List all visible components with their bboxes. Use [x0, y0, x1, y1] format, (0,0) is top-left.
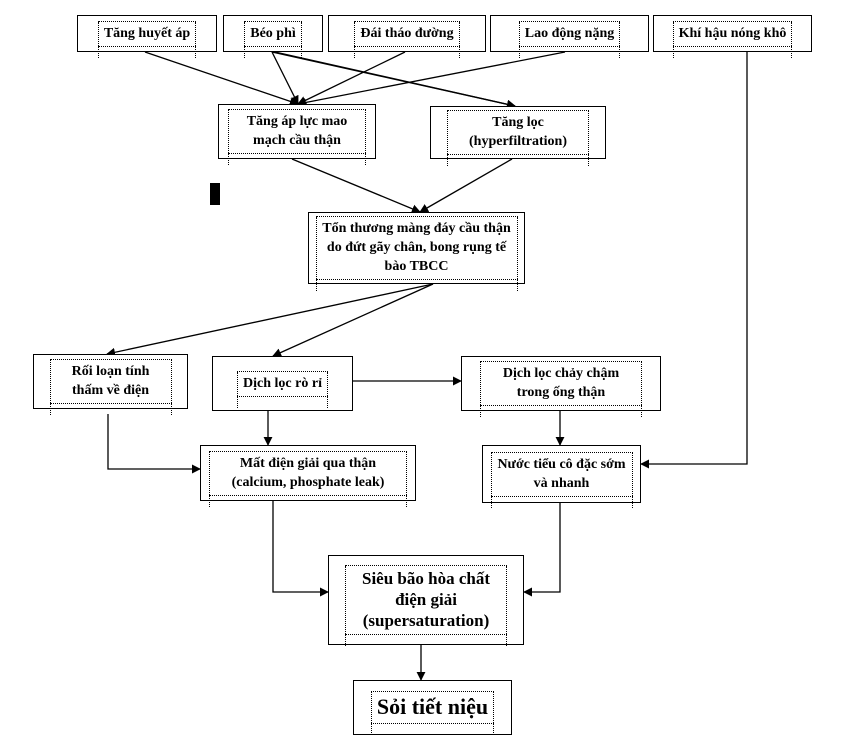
edge-diabetes-to-pressure — [297, 51, 406, 105]
node-early-concentrated-urine: Nước tiểu cô đặc sớm và nhanh — [482, 445, 641, 508]
node-hyperfiltration-label: Tăng lọc (hyperfiltration) — [447, 110, 589, 166]
node-supersaturation: Siêu bão hòa chất điện giải (supersatura… — [328, 555, 524, 646]
node-hyperfiltration: Tăng lọc (hyperfiltration) — [430, 106, 606, 166]
node-slow-tubular-flow: Dịch lọc chảy chậm trong ống thận — [461, 356, 661, 417]
node-urinary-stones-label: Sỏi tiết niệu — [370, 691, 495, 735]
edge-damage-to-permeability — [106, 283, 434, 357]
edge-damage-to-leak — [272, 283, 434, 357]
node-renal-electrolyte-loss-label: Mất điện giải qua thận (calcium, phospha… — [209, 450, 407, 507]
node-hot-dry-climate-label: Khí hậu nóng khô — [672, 20, 793, 58]
edge-electrolyte-loss-to-supersaturation — [272, 501, 329, 597]
node-heavy-labor: Lao động nặng — [490, 15, 649, 58]
node-renal-electrolyte-loss: Mất điện giải qua thận (calcium, phospha… — [200, 445, 416, 507]
edge-filtration-to-damage — [419, 158, 513, 213]
node-hypertension: Tăng huyết áp — [77, 15, 217, 58]
node-slow-tubular-flow-label: Dịch lọc chảy chậm trong ống thận — [480, 361, 642, 417]
node-hypertension-label: Tăng huyết áp — [97, 20, 197, 58]
node-hot-dry-climate: Khí hậu nóng khô — [653, 15, 812, 58]
black-marker — [210, 183, 220, 205]
edge-hypertension-to-pressure — [144, 51, 299, 106]
node-early-concentrated-urine-label: Nước tiểu cô đặc sớm và nhanh — [490, 451, 633, 508]
node-filtrate-leak: Dịch lọc rò rỉ — [212, 356, 353, 411]
node-basement-membrane-damage: Tổn thương màng đáy cầu thận do đứt gãy … — [308, 212, 525, 291]
edge-pressure-to-damage — [291, 158, 421, 214]
node-glomerular-pressure-label: Tăng áp lực mao mạch cầu thận — [228, 109, 366, 165]
edge-diabetes-to-filtration — [274, 51, 516, 109]
node-electrical-permeability: Rối loạn tính thấm về điện — [33, 354, 188, 415]
node-glomerular-pressure: Tăng áp lực mao mạch cầu thận — [218, 104, 376, 165]
edge-climate-to-concentrated-urine — [640, 52, 748, 469]
node-electrical-permeability-label: Rối loạn tính thấm về điện — [49, 359, 172, 415]
node-diabetes-label: Đái tháo đường — [354, 20, 460, 58]
node-heavy-labor-label: Lao động nặng — [518, 20, 621, 58]
node-filtrate-leak-label: Dịch lọc rò rỉ — [237, 370, 328, 408]
node-obesity: Béo phì — [223, 15, 323, 58]
node-diabetes: Đái tháo đường — [328, 15, 486, 58]
node-urinary-stones: Sỏi tiết niệu — [353, 680, 512, 735]
edge-permeability-to-electrolyte-loss — [107, 414, 201, 474]
edge-labor-to-pressure — [297, 51, 566, 107]
node-obesity-label: Béo phì — [244, 20, 302, 58]
node-basement-membrane-damage-label: Tổn thương màng đáy cầu thận do đứt gãy … — [315, 216, 518, 291]
edge-obesity-to-pressure — [271, 51, 299, 105]
edge-concentrated-urine-to-supersaturation — [523, 503, 561, 597]
node-supersaturation-label: Siêu bão hòa chất điện giải (supersatura… — [345, 565, 507, 646]
